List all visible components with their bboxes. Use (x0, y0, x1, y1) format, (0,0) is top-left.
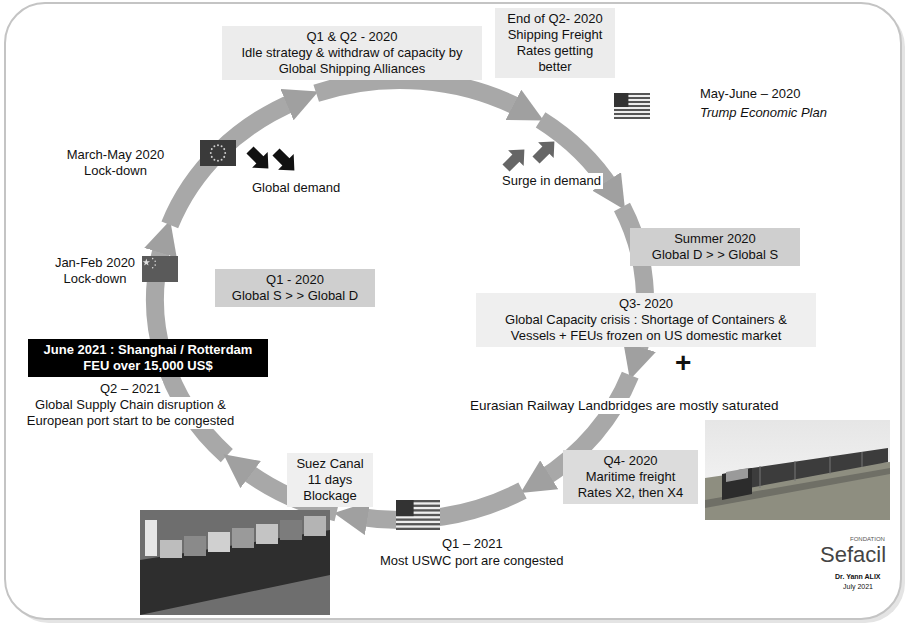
event-box: End of Q2- 2020Shipping Freight Rates ge… (495, 8, 615, 78)
annotation-text: Most USWC port are congested (378, 553, 566, 569)
annotation-text: Trump Economic Plan (698, 105, 829, 121)
box-text: Shipping Freight Rates getting better (501, 27, 609, 75)
event-box: Q4- 2020Maritime freight Rates X2, then … (563, 450, 698, 504)
box-heading: Summer 2020 (636, 231, 794, 247)
event-box: Summer 2020Global D > > Global S (630, 228, 800, 266)
box-text: Global D > > Global S (636, 247, 794, 263)
box-text: June 2021 : Shanghai / Rotterdam FEU ove… (34, 342, 262, 374)
decline-arrows (242, 142, 302, 178)
annotation-text: Global demand (250, 180, 342, 196)
annotation-text: Eurasian Railway Landbridges are mostly … (468, 398, 780, 414)
us-flag (396, 500, 440, 530)
box-heading: Q1 - 2020 (221, 272, 369, 288)
annotation-text: Sefacil (818, 543, 888, 567)
box-text: Global S > > Global D (221, 288, 369, 304)
annotation-text: Q1 – 2021 (440, 536, 505, 552)
train-photo (705, 420, 890, 520)
surge-arrows (498, 134, 562, 176)
annotation-text: July 2021 (841, 582, 875, 591)
box-heading: Q1 & Q2 - 2020 (228, 29, 476, 45)
event-box: Suez Canal 11 days Blockage (287, 453, 373, 507)
annotation-text: May-June – 2020 (698, 86, 802, 102)
box-heading: End of Q2- 2020 (501, 11, 609, 27)
event-box: Q1 - 2020Global S > > Global D (215, 269, 375, 307)
annotation-text: + (673, 348, 693, 378)
annotation-text: Jan-Feb 2020 Lock-down (48, 255, 142, 287)
box-heading: Q3- 2020 (482, 296, 810, 312)
box-text: Maritime freight Rates X2, then X4 (569, 469, 692, 501)
box-heading: Q4- 2020 (569, 453, 692, 469)
annotation-text: March-May 2020 Lock-down (51, 147, 180, 179)
ship-photo (140, 510, 330, 615)
annotation-text: Global Supply Chain disruption & Europea… (21, 397, 240, 429)
eu-flag (200, 140, 236, 166)
box-text: Global Capacity crisis : Shortage of Con… (482, 312, 810, 344)
annotation-text: FONDATION (848, 536, 887, 543)
event-box: Q1 & Q2 - 2020Idle strategy & withdraw o… (222, 26, 482, 80)
annotation-text: Dr. Yann ALIX (833, 572, 883, 581)
event-box: Q3- 2020Global Capacity crisis : Shortag… (476, 293, 816, 347)
china-flag (140, 256, 178, 282)
frame (5, 3, 901, 619)
annotation-text: Surge in demand (500, 173, 603, 189)
us-flag (614, 93, 650, 119)
highlight-box: June 2021 : Shanghai / Rotterdam FEU ove… (28, 339, 268, 377)
box-text: Idle strategy & withdraw of capacity by … (228, 45, 476, 77)
annotation-text: Q2 – 2021 (98, 381, 163, 397)
box-text: Suez Canal 11 days Blockage (293, 456, 367, 504)
